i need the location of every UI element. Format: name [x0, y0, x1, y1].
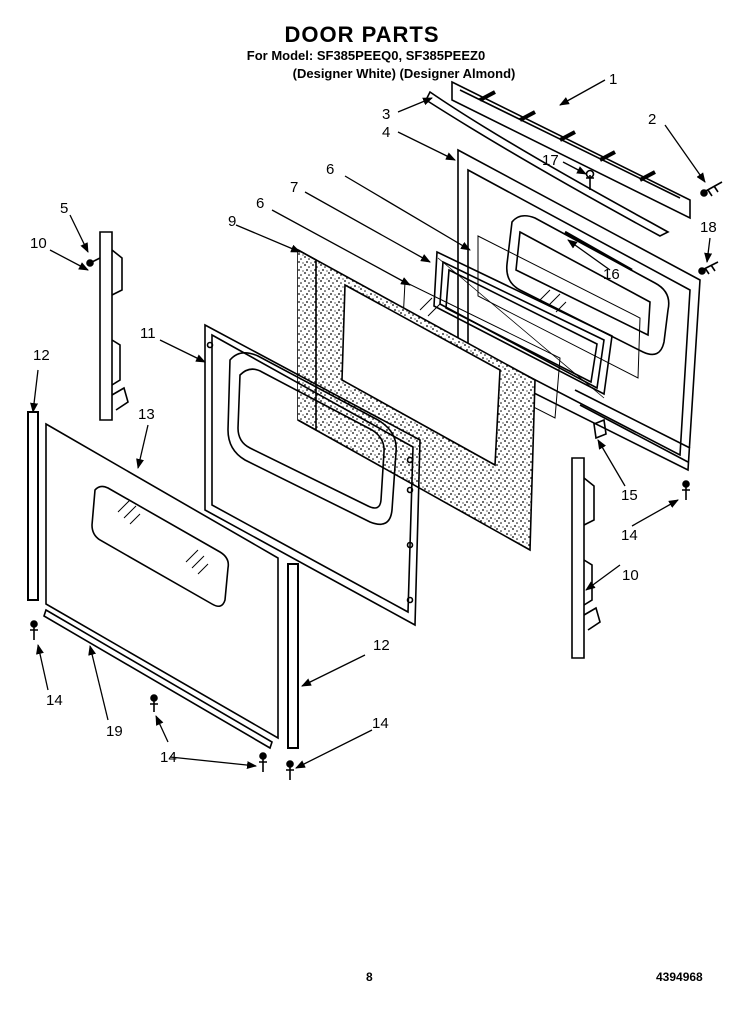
- page-title: DOOR PARTS: [284, 22, 440, 47]
- callout-14-low: 14: [160, 749, 177, 766]
- trim-strip: [424, 90, 670, 237]
- callout-18: 18: [700, 219, 717, 236]
- callout-6-b: 6: [256, 195, 264, 212]
- page-number: 8: [366, 970, 373, 984]
- callout-7: 7: [290, 179, 298, 196]
- document-number: 4394968: [656, 970, 703, 984]
- callout-14-left: 14: [46, 692, 63, 709]
- screw-14-left: [30, 620, 38, 640]
- callout-10-left: 10: [30, 235, 47, 252]
- callout-4: 4: [382, 124, 390, 141]
- inner-door-panel: [204, 323, 421, 627]
- screw-14-hinge: [682, 480, 690, 500]
- callout-9: 9: [228, 213, 236, 230]
- bottom-trim: [43, 608, 273, 750]
- inner-door-liner: [457, 148, 701, 472]
- color-subtitle: (Designer White) (Designer Almond): [292, 66, 516, 81]
- screw-2: [700, 181, 723, 197]
- callout-12-right: 12: [373, 637, 390, 654]
- model-subtitle: For Model: SF385PEEQ0, SF385PEEZ0: [246, 48, 486, 63]
- glass-retainer-16: [564, 230, 633, 272]
- callout-3: 3: [382, 106, 390, 123]
- hinge-left: [99, 231, 129, 421]
- callout-17: 17: [542, 152, 559, 169]
- glass-pane-6: [477, 235, 641, 379]
- callout-2: 2: [648, 111, 656, 128]
- callout-13: 13: [138, 406, 155, 423]
- callout-15: 15: [621, 487, 638, 504]
- callout-16: 16: [603, 266, 620, 283]
- side-trim-left: [27, 411, 39, 601]
- callout-10-right: 10: [622, 567, 639, 584]
- callout-14-right: 14: [372, 715, 389, 732]
- callout-11: 11: [140, 325, 156, 342]
- side-trim-right: [287, 563, 299, 749]
- leader-lines: [30, 79, 713, 770]
- callout-14-hinge: 14: [621, 527, 638, 544]
- screw-5: [86, 257, 101, 267]
- callout-1: 1: [609, 71, 617, 88]
- screw-14-right: [286, 760, 294, 780]
- screw-14-mid: [150, 694, 158, 712]
- clip-15: [593, 418, 607, 440]
- callout-19: 19: [106, 723, 123, 740]
- screw-14-low: [259, 752, 267, 772]
- screw-18: [698, 261, 719, 275]
- callout-6-a: 6: [326, 161, 334, 178]
- hinge-right: [571, 457, 601, 659]
- callout-5: 5: [60, 200, 68, 217]
- outer-door-glass: [45, 422, 279, 740]
- vent-trim: [451, 80, 691, 220]
- callout-12-left: 12: [33, 347, 50, 364]
- inner-glass-pack: [433, 250, 613, 399]
